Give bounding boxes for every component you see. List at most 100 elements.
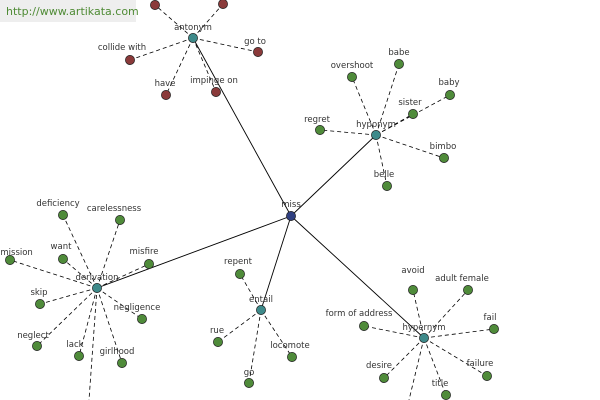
center-node-miss-dot[interactable] bbox=[286, 211, 296, 221]
word-node-desire[interactable]: desire bbox=[366, 361, 392, 383]
relation-node-derivation-dot[interactable] bbox=[92, 283, 102, 293]
word-node-belle[interactable]: belle bbox=[374, 170, 395, 191]
word-node-have[interactable]: have bbox=[155, 79, 176, 100]
word-node-collide-with-dot[interactable] bbox=[125, 55, 135, 65]
site-url[interactable]: http://www.artikata.com bbox=[6, 5, 139, 18]
edge-hyponym-6 bbox=[375, 134, 388, 187]
word-node-lack-label: lack bbox=[66, 340, 83, 350]
edge-entail-1 bbox=[217, 309, 262, 343]
word-node-go-to[interactable]: go to bbox=[244, 37, 266, 57]
word-node-want-dot[interactable] bbox=[58, 254, 68, 264]
word-node-form-of-address[interactable]: form of address bbox=[326, 309, 393, 331]
word-node-overshoot-dot[interactable] bbox=[347, 72, 357, 82]
word-node-bimbo-dot[interactable] bbox=[439, 153, 449, 163]
word-node-have-dot[interactable] bbox=[161, 90, 171, 100]
word-node-babe[interactable]: babe bbox=[388, 48, 410, 69]
word-node-baby[interactable]: baby bbox=[438, 78, 460, 100]
word-node-girlhood-dot[interactable] bbox=[117, 358, 127, 368]
edge-hyponym-0 bbox=[351, 76, 377, 136]
edge-derivation-8 bbox=[78, 287, 98, 357]
word-node-desire-label: desire bbox=[366, 361, 392, 371]
word-node-misfire[interactable]: misfire bbox=[130, 247, 159, 269]
word-node-sister-dot[interactable] bbox=[408, 109, 418, 119]
relation-node-antonym[interactable]: antonym bbox=[174, 23, 212, 43]
word-node-form-of-address-label: form of address bbox=[326, 309, 393, 319]
word-node-desire-dot[interactable] bbox=[379, 373, 389, 383]
relation-node-hypernym[interactable]: hypernym bbox=[402, 323, 446, 343]
word-node-impinge-on-dot[interactable] bbox=[211, 87, 221, 97]
word-node-negligence-dot[interactable] bbox=[137, 314, 147, 324]
word-node-overshoot[interactable]: overshoot bbox=[331, 61, 374, 82]
word-node-adult-female-dot[interactable] bbox=[463, 285, 473, 295]
edge-miss-entail bbox=[260, 215, 292, 311]
relation-node-hypernym-label: hypernym bbox=[402, 323, 445, 333]
word-node-regret[interactable]: regret bbox=[304, 115, 331, 135]
edge-derivation-4 bbox=[96, 263, 150, 289]
relation-node-hyponym[interactable]: hyponym bbox=[356, 120, 396, 140]
word-node-bimbo[interactable]: bimbo bbox=[430, 142, 457, 163]
word-node-neglect-dot[interactable] bbox=[32, 341, 42, 351]
word-node-fail[interactable]: fail bbox=[484, 313, 499, 334]
word-node-antonym-0-dot[interactable] bbox=[150, 0, 160, 10]
word-node-misfire-dot[interactable] bbox=[144, 259, 154, 269]
relation-node-hypernym-dot[interactable] bbox=[419, 333, 429, 343]
word-node-carelessness-dot[interactable] bbox=[115, 215, 125, 225]
word-node-baby-dot[interactable] bbox=[445, 90, 455, 100]
word-node-regret-dot[interactable] bbox=[315, 125, 325, 135]
word-node-antonym-1-dot[interactable] bbox=[218, 0, 228, 9]
word-node-repent[interactable]: repent bbox=[224, 257, 253, 279]
word-node-lack[interactable]: lack bbox=[66, 340, 84, 361]
word-node-want[interactable]: want bbox=[51, 242, 73, 264]
word-node-deficiency-dot[interactable] bbox=[58, 210, 68, 220]
word-node-misfire-label: misfire bbox=[130, 247, 159, 257]
relation-node-entail-dot[interactable] bbox=[256, 305, 266, 315]
word-node-title[interactable]: title bbox=[432, 379, 451, 400]
relation-node-hyponym-dot[interactable] bbox=[371, 130, 381, 140]
word-node-impinge-on[interactable]: impinge on bbox=[190, 76, 238, 97]
center-node-miss[interactable]: miss bbox=[281, 200, 301, 221]
word-node-failure-dot[interactable] bbox=[482, 371, 492, 381]
word-node-avoid-dot[interactable] bbox=[408, 285, 418, 295]
word-node-collide-with-label: collide with bbox=[98, 43, 146, 53]
word-node-belle-dot[interactable] bbox=[382, 181, 392, 191]
word-node-title-dot[interactable] bbox=[441, 390, 451, 400]
word-node-rue[interactable]: rue bbox=[210, 326, 224, 347]
edge-derivation-6 bbox=[96, 287, 143, 320]
word-node-omission[interactable]: omission bbox=[0, 248, 33, 265]
word-node-lack-dot[interactable] bbox=[74, 351, 84, 361]
word-node-omission-dot[interactable] bbox=[5, 255, 15, 265]
edge-hypernym-2 bbox=[363, 325, 425, 339]
word-node-form-of-address-dot[interactable] bbox=[359, 321, 369, 331]
relation-node-derivation[interactable]: derivation bbox=[75, 273, 119, 293]
word-node-girlhood[interactable]: girlhood bbox=[100, 347, 135, 368]
word-node-rue-dot[interactable] bbox=[213, 337, 223, 347]
word-node-skip-dot[interactable] bbox=[35, 299, 45, 309]
word-node-go-dot[interactable] bbox=[244, 378, 254, 388]
relation-node-entail[interactable]: entail bbox=[249, 295, 273, 315]
relation-node-antonym-dot[interactable] bbox=[188, 33, 198, 43]
word-node-failure[interactable]: failure bbox=[467, 359, 494, 381]
word-node-go[interactable]: go bbox=[244, 368, 255, 388]
word-node-collide-with[interactable]: collide with bbox=[98, 43, 146, 65]
word-node-avoid-label: avoid bbox=[401, 266, 424, 276]
word-node-fail-dot[interactable] bbox=[489, 324, 499, 334]
word-node-go-to-label: go to bbox=[244, 37, 266, 47]
word-node-babe-dot[interactable] bbox=[394, 59, 404, 69]
word-node-deficiency[interactable]: deficiency bbox=[36, 199, 80, 220]
word-node-carelessness[interactable]: carelessness bbox=[87, 204, 142, 225]
word-node-negligence[interactable]: negligence bbox=[114, 303, 161, 324]
word-node-adult-female-label: adult female bbox=[435, 274, 489, 284]
word-node-locomote[interactable]: locomote bbox=[270, 341, 310, 362]
word-node-neglect[interactable]: neglect bbox=[17, 331, 49, 351]
word-node-antonym-0[interactable] bbox=[150, 0, 160, 10]
edge-hypernym-offscreen bbox=[408, 337, 425, 400]
word-node-sister[interactable]: sister bbox=[398, 98, 422, 119]
word-node-go-to-dot[interactable] bbox=[253, 47, 263, 57]
word-node-antonym-1[interactable] bbox=[218, 0, 228, 9]
word-node-repent-dot[interactable] bbox=[235, 269, 245, 279]
word-node-locomote-dot[interactable] bbox=[287, 352, 297, 362]
center-node-miss-label: miss bbox=[281, 200, 301, 210]
word-node-avoid[interactable]: avoid bbox=[401, 266, 425, 295]
word-node-skip[interactable]: skip bbox=[30, 288, 48, 309]
word-node-adult-female[interactable]: adult female bbox=[435, 274, 489, 295]
